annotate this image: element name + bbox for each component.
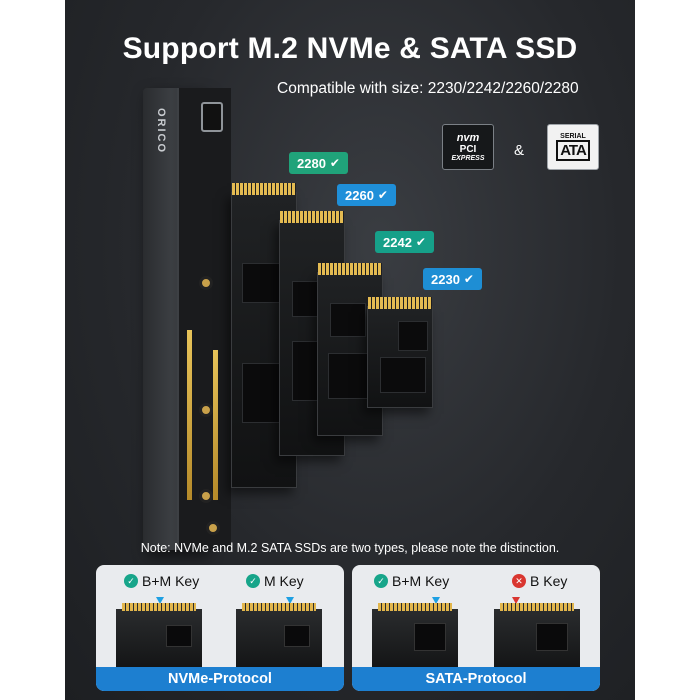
sata-protocol-panel: ✓ B+M Key ✕ B Key SATA-Protocol xyxy=(352,565,600,691)
check-icon: ✔ xyxy=(415,235,426,249)
key-label-b: ✕ B Key xyxy=(512,573,567,589)
notch-marker-icon xyxy=(512,597,520,604)
ssd-nand-chip xyxy=(380,357,426,393)
check-circle-icon: ✓ xyxy=(374,574,388,588)
key-label-text: M Key xyxy=(264,573,304,589)
page-title: Support M.2 NVMe & SATA SSD xyxy=(122,32,578,65)
ssd-connector-teeth xyxy=(242,603,316,611)
check-circle-icon: ✓ xyxy=(124,574,138,588)
distinction-note: Note: NVMe and M.2 SATA SSDs are two typ… xyxy=(140,541,560,555)
ssd-connector-teeth xyxy=(232,183,296,195)
ssd-connector-teeth xyxy=(280,211,344,223)
size-tag-2242: 2242 ✔ xyxy=(375,231,434,253)
sata-b-m-key-ssd-image xyxy=(372,603,458,667)
notch-marker-icon xyxy=(156,597,164,604)
ssd-connector-teeth xyxy=(368,297,432,309)
compatibility-subtitle: Compatible with size: 2230/2242/2260/228… xyxy=(277,80,579,97)
nvme-logo-text: nvm xyxy=(456,132,480,144)
brand-logo: ORICO xyxy=(155,108,167,155)
key-label-text: B Key xyxy=(530,573,568,589)
serial-logo-text: SERIAL xyxy=(560,133,586,140)
serial-ata-logo: SERIAL ATA xyxy=(547,124,599,170)
ssd-controller-chip xyxy=(284,625,310,647)
ssd-controller-chip xyxy=(330,303,366,337)
size-tag-2260: 2260 ✔ xyxy=(337,184,396,206)
key-label-b-m: ✓ B+M Key xyxy=(374,573,449,589)
x-circle-icon: ✕ xyxy=(512,574,526,588)
sata-protocol-label: SATA-Protocol xyxy=(352,667,600,691)
ssd-controller-chip xyxy=(414,623,446,651)
express-logo-text: EXPRESS xyxy=(451,155,485,162)
usb-c-port-icon xyxy=(201,102,223,132)
ssd-nand-chip xyxy=(242,363,282,423)
notch-marker-icon xyxy=(286,597,294,604)
ssd-card-2230 xyxy=(367,297,433,408)
key-label-b-m: ✓ B+M Key xyxy=(124,573,199,589)
size-tag-label: 2280 xyxy=(297,155,326,171)
check-icon: ✔ xyxy=(377,188,388,202)
key-label-m: ✓ M Key xyxy=(246,573,304,589)
ssd-connector-teeth xyxy=(500,603,574,611)
screw-post-icon xyxy=(199,403,213,417)
ssd-controller-chip xyxy=(398,321,428,351)
nvme-b-m-key-ssd-image xyxy=(116,603,202,667)
ssd-nand-chip xyxy=(328,353,372,399)
ssd-controller-chip xyxy=(536,623,568,651)
check-icon: ✔ xyxy=(329,156,340,170)
key-label-text: B+M Key xyxy=(392,573,450,589)
gold-contact-strip xyxy=(213,350,218,500)
check-circle-icon: ✓ xyxy=(246,574,260,588)
ssd-controller-chip xyxy=(166,625,192,647)
key-label-text: B+M Key xyxy=(142,573,200,589)
logo-separator: & xyxy=(514,142,525,159)
nvme-protocol-label: NVMe-Protocol xyxy=(96,667,344,691)
nvme-protocol-panel: ✓ B+M Key ✓ M Key NVMe-Protocol xyxy=(96,565,344,691)
ssd-connector-teeth xyxy=(378,603,452,611)
check-icon: ✔ xyxy=(463,272,474,286)
size-tag-2230: 2230 ✔ xyxy=(423,268,482,290)
nvme-pci-express-logo: nvm PCI EXPRESS xyxy=(442,124,494,170)
product-banner: Support M.2 NVMe & SATA SSD Compatible w… xyxy=(65,0,635,700)
size-tag-label: 2230 xyxy=(431,271,460,287)
ssd-connector-teeth xyxy=(318,263,382,275)
size-tag-label: 2242 xyxy=(383,234,412,250)
size-tag-2280: 2280 ✔ xyxy=(289,152,348,174)
screw-post-icon xyxy=(199,489,213,503)
ssd-controller-chip xyxy=(242,263,280,303)
enclosure-tray xyxy=(177,88,231,550)
nvme-m-key-ssd-image xyxy=(236,603,322,667)
screw-post-icon xyxy=(199,276,213,290)
ata-logo-text: ATA xyxy=(556,140,590,161)
gold-contact-strip xyxy=(187,330,192,500)
notch-marker-icon xyxy=(432,597,440,604)
sata-b-key-ssd-image xyxy=(494,603,580,667)
screw-post-icon xyxy=(206,521,220,535)
size-tag-label: 2260 xyxy=(345,187,374,203)
pci-logo-text: PCI xyxy=(459,144,477,155)
ssd-connector-teeth xyxy=(122,603,196,611)
